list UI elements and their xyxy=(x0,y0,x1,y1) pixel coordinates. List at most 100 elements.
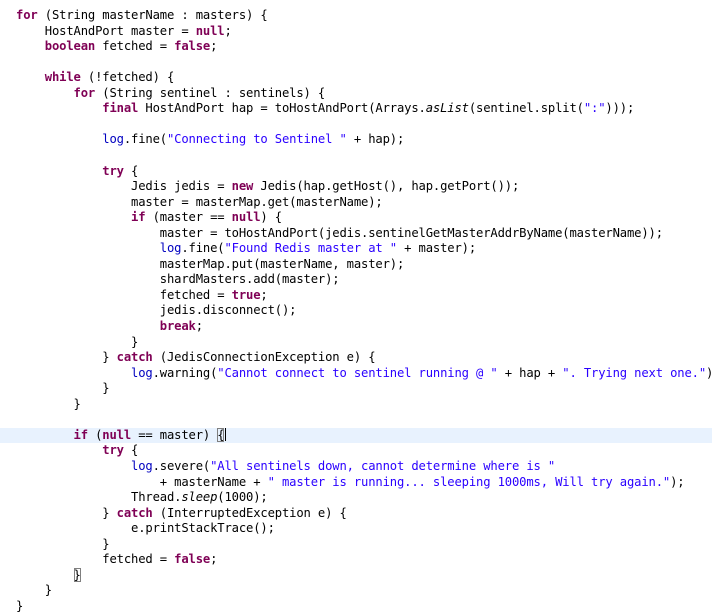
code-line[interactable]: } catch (JedisConnectionException e) { xyxy=(0,350,712,366)
code-token xyxy=(16,132,102,146)
code-token xyxy=(16,101,102,115)
code-token: } xyxy=(16,536,110,551)
code-line[interactable]: for (String sentinel : sentinels) { xyxy=(0,86,712,102)
code-line[interactable]: log.fine("Found Redis master at " + mast… xyxy=(0,241,712,257)
code-token: true xyxy=(231,287,261,302)
code-line[interactable]: if (null == master) { xyxy=(0,427,712,444)
code-token: ; xyxy=(210,552,218,567)
code-line[interactable]: try { xyxy=(0,443,712,459)
code-token xyxy=(16,443,102,457)
code-line[interactable] xyxy=(0,412,712,428)
text-cursor xyxy=(225,427,227,441)
code-token: masterMap.put(masterName, master); xyxy=(16,256,405,271)
code-token: for xyxy=(16,8,38,22)
code-line[interactable]: log.severe("All sentinels down, cannot d… xyxy=(0,459,712,475)
code-line[interactable] xyxy=(0,117,712,133)
code-line[interactable]: } xyxy=(0,567,712,584)
code-token xyxy=(16,568,74,582)
code-token xyxy=(16,210,131,224)
code-line[interactable]: log.fine("Connecting to Sentinel " + hap… xyxy=(0,132,712,148)
code-line[interactable] xyxy=(0,55,712,71)
code-token: (master == xyxy=(145,210,232,225)
code-token: .severe( xyxy=(152,458,211,473)
code-token: "Connecting to Sentinel " xyxy=(166,132,347,147)
code-token: final xyxy=(102,101,139,116)
code-token: ; xyxy=(224,23,232,38)
code-token: ". Trying next one." xyxy=(562,365,706,380)
code-token: } xyxy=(16,350,117,365)
code-line[interactable]: try { xyxy=(0,164,712,180)
code-line[interactable]: Thread.sleep(1000); xyxy=(0,490,712,506)
code-line[interactable]: shardMasters.add(master); xyxy=(0,272,712,288)
code-line[interactable]: fetched = true; xyxy=(0,288,712,304)
code-token: (sentinel.split( xyxy=(468,101,584,116)
code-line[interactable]: while (!fetched) { xyxy=(0,70,712,86)
code-token: fetched = xyxy=(16,287,232,302)
code-token: null xyxy=(102,427,131,442)
code-token xyxy=(16,459,131,473)
code-token xyxy=(16,319,160,333)
code-token: null xyxy=(231,210,261,225)
code-token: master = toHostAndPort(jedis.sentinelGet… xyxy=(16,225,663,240)
code-token: + masterName + xyxy=(16,474,268,489)
code-line[interactable]: masterMap.put(masterName, master); xyxy=(0,257,712,273)
code-token: .warning( xyxy=(152,365,218,380)
code-line[interactable]: log.warning("Cannot connect to sentinel … xyxy=(0,366,712,382)
code-token: null xyxy=(195,23,225,38)
code-token: sleep xyxy=(181,490,218,505)
code-token: master = masterMap.get(masterName); xyxy=(16,194,383,209)
code-token: } xyxy=(16,583,52,598)
code-token: "Found Redis master at " xyxy=(224,241,397,256)
code-token: HostAndPort hap = toHostAndPort(Arrays. xyxy=(138,101,426,116)
code-token xyxy=(16,428,74,442)
code-line[interactable]: Jedis jedis = new Jedis(hap.getHost(), h… xyxy=(0,179,712,195)
code-token: { xyxy=(217,427,225,442)
code-line[interactable]: if (master == null) { xyxy=(0,210,712,226)
code-line[interactable]: e.printStackTrace(); xyxy=(0,521,712,537)
code-line[interactable]: HostAndPort master = null; xyxy=(0,24,712,40)
code-line[interactable]: } xyxy=(0,599,712,614)
code-token: ) { xyxy=(260,210,282,225)
code-line[interactable]: + masterName + " master is running... sl… xyxy=(0,475,712,491)
code-token: .fine( xyxy=(123,132,167,147)
code-line[interactable]: for (String masterName : masters) { xyxy=(0,8,712,24)
code-token: + master); xyxy=(396,241,476,256)
code-token: if xyxy=(73,427,89,442)
code-token: asList xyxy=(425,101,469,116)
code-token: break xyxy=(159,319,196,333)
code-line[interactable]: } catch (InterruptedException e) { xyxy=(0,506,712,522)
code-line[interactable]: } xyxy=(0,537,712,553)
code-token: fetched = xyxy=(95,39,175,54)
code-line[interactable]: boolean fetched = false; xyxy=(0,39,712,55)
code-token: ; xyxy=(210,39,218,54)
code-token: (1000); xyxy=(217,490,268,505)
code-line[interactable]: jedis.disconnect(); xyxy=(0,303,712,319)
code-token: } xyxy=(73,567,81,582)
code-token: } xyxy=(16,381,110,396)
code-token: for xyxy=(73,85,96,100)
code-line[interactable]: } xyxy=(0,397,712,413)
code-token: ":" xyxy=(583,101,606,116)
code-line[interactable]: master = masterMap.get(masterName); xyxy=(0,195,712,211)
code-line[interactable]: fetched = false; xyxy=(0,552,712,568)
code-token: try xyxy=(102,163,124,178)
code-token: " master is running... sleeping 1000ms, … xyxy=(267,474,671,489)
code-token xyxy=(16,39,45,53)
code-token: ); xyxy=(670,474,685,489)
code-line[interactable]: } xyxy=(0,583,712,599)
code-token: "Cannot connect to sentinel running @ " xyxy=(217,365,498,380)
code-line[interactable]: } xyxy=(0,381,712,397)
code-line[interactable]: final HostAndPort hap = toHostAndPort(Ar… xyxy=(0,101,712,117)
code-token xyxy=(16,70,45,84)
code-line[interactable]: break; xyxy=(0,319,712,335)
code-line[interactable]: } xyxy=(0,335,712,351)
code-token: HostAndPort master = xyxy=(16,23,196,38)
code-token: false xyxy=(174,39,211,54)
code-token: if xyxy=(131,210,146,225)
code-token: + hap + xyxy=(497,365,563,380)
code-line[interactable] xyxy=(0,148,712,164)
code-token: ); xyxy=(706,366,712,380)
code-line[interactable]: master = toHostAndPort(jedis.sentinelGet… xyxy=(0,226,712,242)
code-token: false xyxy=(174,552,211,567)
